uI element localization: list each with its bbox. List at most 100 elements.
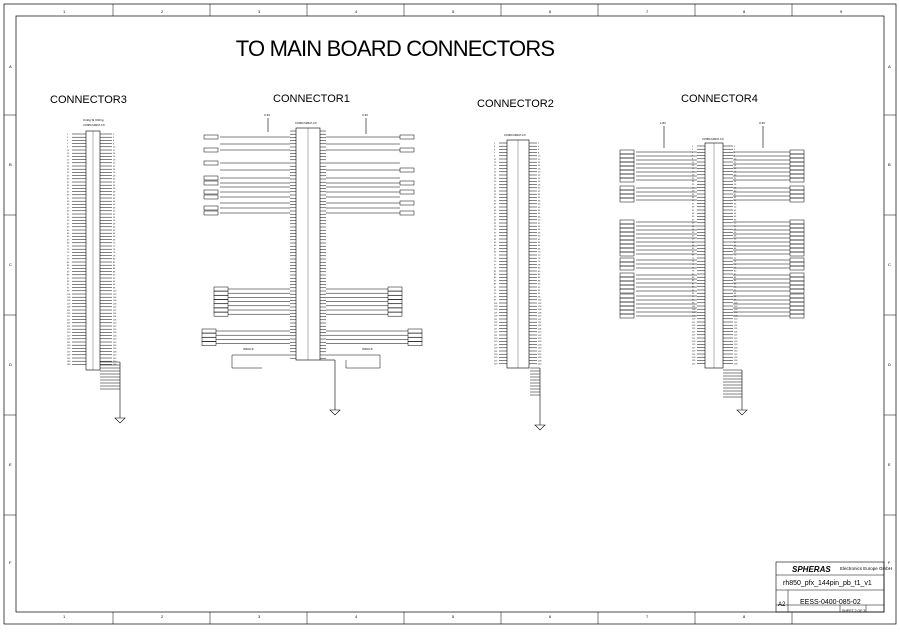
connector3-pin-number: 70 [113,243,116,245]
connector2-pin-number: 112 [538,319,542,321]
row-label: B [888,162,891,167]
connector2-pin-number: 69 [494,252,497,254]
connector3-pin-number: 72 [113,246,116,248]
connector2-pin-number: 34 [538,194,541,196]
connector4-pin-number: 35 [692,200,695,202]
connector2-pin-number: 28 [538,184,541,186]
col-label: 3 [258,614,261,619]
connector2-pin-number: 63 [494,242,497,244]
net-port [619,219,635,225]
connector2-pin-number: 42 [538,207,541,209]
connector4-pin-number: 135 [692,360,696,362]
connector4-pin-number: 87 [692,283,695,285]
connector2-pin-number: 10 [538,156,541,158]
connector2-pin-number: 140 [538,364,542,366]
col-label: 6 [549,9,552,14]
connector2-pin-number: 118 [538,328,542,330]
connector3-pin-number: 18 [113,159,116,161]
connector3-pin-number: 77 [67,255,70,257]
connector2-pin-number: 46 [538,213,541,215]
connector2-pin-number: 125 [494,341,498,343]
connector3-pin-number: 126 [113,332,117,334]
connector4-pin-number: 114 [734,325,738,327]
col-label: 4 [355,614,358,619]
connector4-pin-number: 89 [692,287,695,289]
connector2-pin-number: 111 [494,319,498,321]
net-port [619,309,635,315]
connector3-pin-number: 110 [113,307,117,309]
row-label: A [888,64,891,69]
outer-frame [3,3,897,625]
connector3-pin-number: 63 [67,233,70,235]
connector4-pin-number: 2 [734,146,736,148]
net-port [619,313,635,319]
connector3-label: CONNECTOR3 [50,94,127,106]
connector3-pin-number: 17 [67,159,70,161]
connector3-pin-number: 4 [113,137,115,139]
connector4-pin-number: 36 [734,200,737,202]
connector2-pin-number: 72 [538,255,541,257]
connector4-pin-number: 110 [734,319,738,321]
connector4-pin-number: 38 [734,203,737,205]
net-port [619,305,635,311]
net-port [619,297,635,303]
net-port [619,185,635,191]
connector2-pin-number: 81 [494,271,497,273]
connector4-pin-number: 6 [734,152,736,154]
connector4-pin-number: 72 [734,258,737,260]
connector2-pin-number: 116 [538,325,542,327]
connector3-pin-number: 90 [113,275,116,277]
connector2-pin-number: 25 [494,181,497,183]
net-port [619,280,635,286]
net-port [213,286,229,292]
connector4-pin-number: 67 [692,251,695,253]
connector3-pin-number: 84 [113,265,116,267]
net-port [387,286,403,292]
connector2-pin-number: 18 [538,168,541,170]
connector2-pin-number: 16 [538,165,541,167]
connector4-pin-number: 122 [734,338,738,340]
connector4-pin-number: 101 [692,306,696,308]
connector3-pin-number: 125 [67,332,71,334]
connector4-pin-number: 8 [734,155,736,157]
connector2-pin-number: 104 [538,306,542,308]
connector3-pin-number: 26 [113,172,116,174]
connector2-pin-number: 128 [538,344,542,346]
connector2-pin-number: 58 [538,232,541,234]
connector2-part-number: CON80-SMD-P-0.8 [504,134,526,137]
connector2-pin-number: 75 [494,261,497,263]
connector2-pin-number: 135 [494,357,498,359]
net-port [619,193,635,199]
connector4-pin-number: 111 [692,322,696,324]
connector3-pin-number: 40 [113,195,116,197]
connector4-pin-number: 49 [692,223,695,225]
net-port [789,276,805,282]
connector3-pin-number: 39 [67,195,70,197]
connector3-pin-number: 50 [113,211,116,213]
connector2-pin-number: 3 [494,146,496,148]
connector4-pin-number: 52 [734,226,737,228]
col-label: 5 [452,9,455,14]
connector4-pin-number: 5 [692,152,694,154]
connector2-pin-number: 45 [494,213,497,215]
connector4-pin-number: 116 [734,328,738,330]
connector3-pin-number: 3 [67,137,69,139]
connector4-pin-number: 40 [734,207,737,209]
net-port [203,175,219,181]
connector3-pin-number: 28 [113,175,116,177]
connector4-pin-number: 59 [692,239,695,241]
connector3-pin-number: 69 [67,243,70,245]
net-port [201,332,217,338]
connector4-part-number: CON80-SMD-P-0.8 [702,138,724,141]
connector3-pin-number: 145 [67,364,71,366]
connector4-pin-number: 102 [734,306,738,308]
net-port [619,265,635,271]
net-port [619,272,635,278]
connector3-pin-number: 55 [67,220,70,222]
connector3-pin-number: 133 [67,345,71,347]
connector4-pin-number: 50 [734,223,737,225]
net-port [399,210,415,216]
connector3-pin-number: 120 [113,323,117,325]
connector3-pin-number: 6 [113,140,115,142]
net-port [789,313,805,319]
